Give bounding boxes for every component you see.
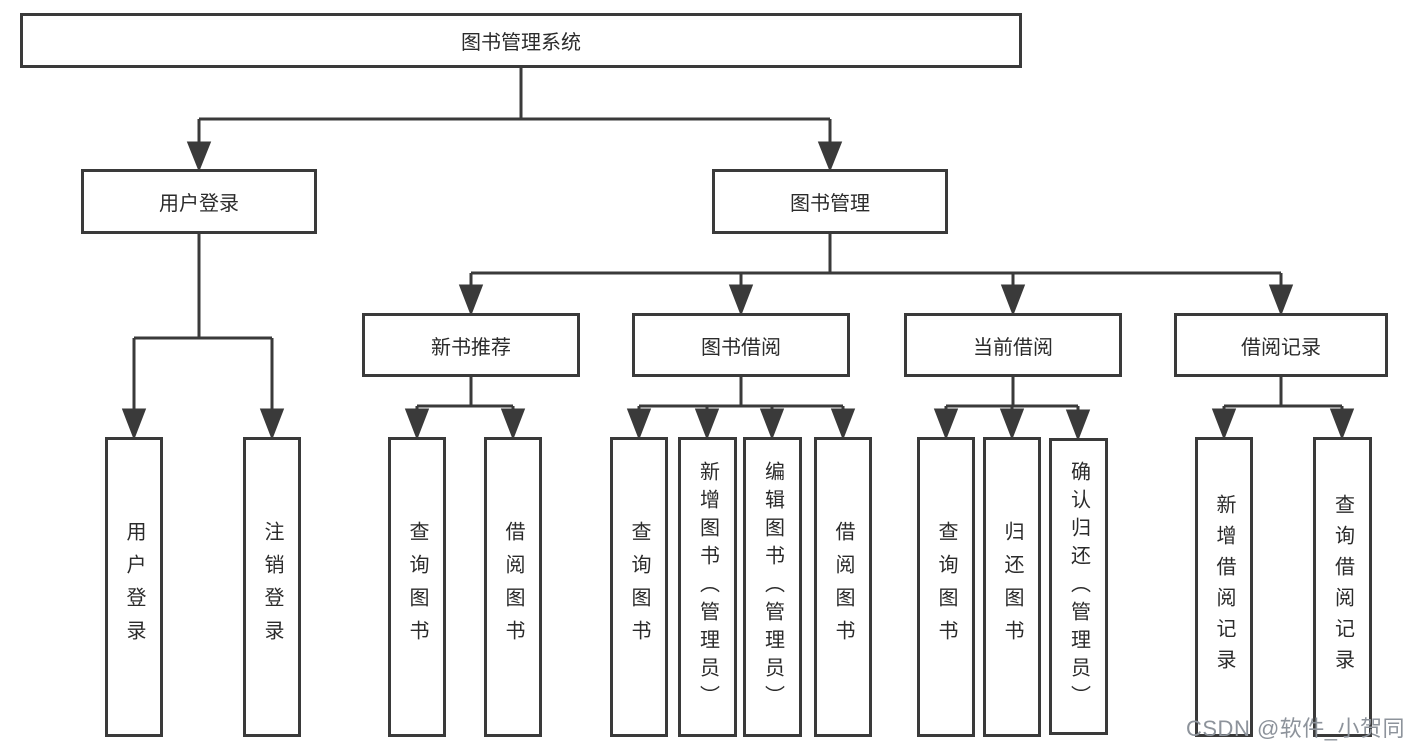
arrowhead bbox=[1211, 406, 1237, 441]
connector-new-book-recommend-to-leaves bbox=[404, 377, 526, 441]
connector-line bbox=[199, 68, 830, 121]
leaf-user-login: 用户登录 bbox=[105, 437, 163, 737]
arrowhead bbox=[830, 406, 856, 441]
leaf-borrow-books-recommend: 借阅图书 bbox=[484, 437, 542, 737]
arrowhead bbox=[933, 406, 959, 441]
arrowhead bbox=[728, 273, 754, 317]
node-new-book-recommend: 新书推荐 bbox=[362, 313, 580, 377]
arrowhead bbox=[404, 406, 430, 441]
connector-line bbox=[471, 234, 1281, 275]
connector-book-borrowing-to-leaves bbox=[626, 377, 856, 441]
leaf-edit-books-admin: 编辑图书（管理员） bbox=[743, 437, 802, 737]
connector-line bbox=[1224, 377, 1342, 408]
connector-root-to-level2 bbox=[186, 68, 843, 173]
arrowhead bbox=[1329, 406, 1355, 441]
arrowhead bbox=[186, 119, 212, 173]
arrowhead bbox=[500, 406, 526, 441]
arrowhead bbox=[259, 338, 285, 441]
arrowhead bbox=[626, 406, 652, 441]
arrowhead bbox=[817, 119, 843, 173]
arrowhead bbox=[458, 273, 484, 317]
connector-current-borrowing-to-leaves bbox=[933, 377, 1091, 442]
leaf-logout-login: 注销登录 bbox=[243, 437, 301, 737]
node-current-borrowing: 当前借阅 bbox=[904, 313, 1122, 377]
connector-borrowing-records-to-leaves bbox=[1211, 377, 1355, 441]
node-root-system: 图书管理系统 bbox=[20, 13, 1022, 68]
arrowhead bbox=[999, 406, 1025, 441]
connector-line bbox=[946, 377, 1078, 408]
leaf-add-books-admin: 新增图书（管理员） bbox=[678, 437, 737, 737]
connector-line bbox=[134, 234, 272, 340]
leaf-query-books-recommend: 查询图书 bbox=[388, 437, 446, 737]
node-user-login: 用户登录 bbox=[81, 169, 317, 234]
connector-user-login-to-leaves bbox=[121, 234, 285, 441]
node-borrowing-records: 借阅记录 bbox=[1174, 313, 1388, 377]
node-book-borrowing: 图书借阅 bbox=[632, 313, 850, 377]
arrowhead bbox=[1268, 273, 1294, 317]
leaf-query-books-borrowing: 查询图书 bbox=[610, 437, 668, 737]
arrowhead bbox=[1065, 406, 1091, 442]
leaf-confirm-return-admin: 确认归还（管理员） bbox=[1049, 438, 1108, 735]
leaf-borrow-books-borrowing: 借阅图书 bbox=[814, 437, 872, 737]
connector-line bbox=[417, 377, 513, 408]
arrowhead bbox=[121, 338, 147, 441]
watermark: CSDN @软件_小贺同学 bbox=[1186, 716, 1405, 741]
node-book-management: 图书管理 bbox=[712, 169, 948, 234]
leaf-add-borrow-record: 新增借阅记录 bbox=[1195, 437, 1253, 737]
leaf-query-borrow-record: 查询借阅记录 bbox=[1313, 437, 1372, 737]
leaf-query-books-current: 查询图书 bbox=[917, 437, 975, 737]
leaf-return-books: 归还图书 bbox=[983, 437, 1041, 737]
connector-line bbox=[639, 377, 843, 408]
arrowhead bbox=[694, 406, 720, 441]
arrowhead bbox=[759, 406, 785, 441]
connector-book-management-to-level3 bbox=[458, 234, 1294, 317]
arrowhead bbox=[1000, 273, 1026, 317]
